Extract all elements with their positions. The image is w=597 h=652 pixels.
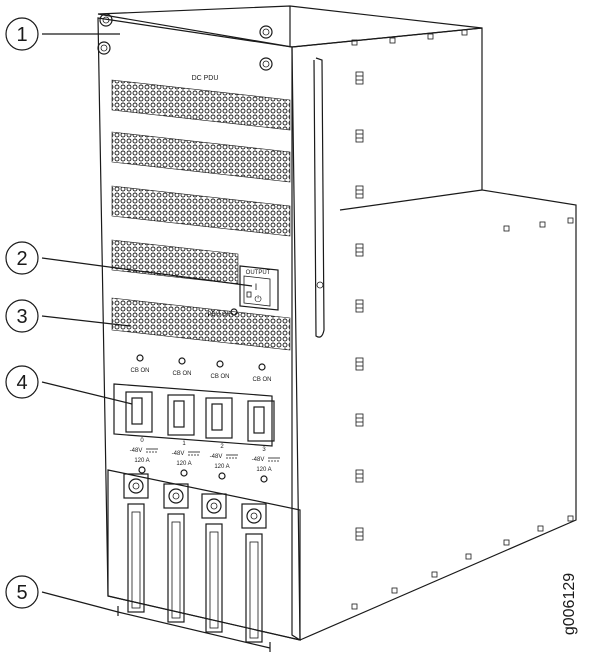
terminal-lug <box>123 473 149 613</box>
breaker-index: 1 <box>182 441 186 447</box>
side-rivet <box>351 603 358 610</box>
cb-on-label: CB ON <box>210 374 229 380</box>
output-label: OUTPUT <box>246 270 271 276</box>
breaker-index: 2 <box>220 444 224 450</box>
side-vent-slots <box>351 29 574 610</box>
circuit-breakers: CB ON 0 -48V 120 A CB ON 1 -48V 120 A CB ON 2 -48V… <box>113 354 280 483</box>
terminal-lug <box>163 483 189 623</box>
output-switch[interactable]: OUTPUT I ⏻ <box>239 265 279 311</box>
callout-2: 2 <box>5 241 39 275</box>
breaker-toggle[interactable] <box>205 397 233 439</box>
callout-number: 5 <box>16 582 27 604</box>
breaker-index: 0 <box>140 438 144 444</box>
callout-leaders <box>41 33 271 652</box>
side-vent-slot <box>355 71 364 85</box>
pdu-ok-label: PDU OK <box>207 312 230 318</box>
callout-4: 4 <box>5 365 39 399</box>
side-rivet <box>567 515 574 522</box>
side-vent-slot <box>355 413 364 427</box>
cable-terminals <box>123 473 267 643</box>
breaker-current: 120 A <box>176 461 191 467</box>
cb-on-led <box>178 357 186 365</box>
pdu-ok-led <box>230 308 238 316</box>
side-rivet <box>539 221 546 228</box>
breaker-index: 3 <box>262 447 266 453</box>
breaker-toggle[interactable] <box>125 391 153 433</box>
side-rivet <box>503 225 510 232</box>
breaker-current: 120 A <box>256 467 271 473</box>
output-standby-glyph: ⏻ <box>254 294 261 304</box>
side-vent-slot <box>355 469 364 483</box>
figure-id: g006129 <box>561 573 578 635</box>
vent-grille-callout-3 <box>111 297 291 351</box>
breaker-0: CB ON 0 -48V 120 A <box>125 354 158 474</box>
breaker-voltage: -48V <box>252 457 265 463</box>
breaker-voltage: -48V <box>130 448 143 454</box>
side-rivet <box>537 525 544 532</box>
breaker-voltage: -48V <box>210 454 223 460</box>
terminal-lug <box>201 493 227 633</box>
callout-1: 1 <box>5 17 39 51</box>
side-rivet <box>351 39 358 46</box>
breaker-toggle[interactable] <box>247 400 275 442</box>
panel-title: DC PDU <box>192 75 219 82</box>
callout-number: 2 <box>16 248 27 270</box>
cb-on-label: CB ON <box>172 371 191 377</box>
side-rivet <box>391 587 398 594</box>
cb-on-label: CB ON <box>130 368 149 374</box>
callouts: 1 2 3 4 5 <box>5 17 39 609</box>
breaker-voltage: -48V <box>172 451 185 457</box>
side-rivet <box>465 553 472 560</box>
cb-on-led <box>136 354 144 362</box>
breaker-2: CB ON 2 -48V 120 A <box>205 360 238 480</box>
cb-on-led <box>216 360 224 368</box>
top-screws <box>97 13 273 71</box>
cb-on-label: CB ON <box>252 377 271 383</box>
pdu-front-panel: DC PDU OUTPUT I ⏻ PDU OK CB ON 0 -48V 120 A… <box>97 13 301 643</box>
side-rivet <box>567 217 574 224</box>
output-on-glyph: I <box>255 282 258 292</box>
chassis-side <box>97 5 577 641</box>
side-rivet <box>431 571 438 578</box>
callout-number: 4 <box>16 372 27 394</box>
callout-5: 5 <box>5 575 39 609</box>
side-rivet <box>389 37 396 44</box>
vent-grilles <box>111 79 291 351</box>
breaker-3: CB ON 3 -48V 120 A <box>247 363 280 483</box>
terminal-lug <box>241 503 267 643</box>
callout-number: 1 <box>16 24 27 46</box>
breaker-1: CB ON 1 -48V 120 A <box>167 357 200 477</box>
side-rivet <box>427 33 434 40</box>
side-rivet <box>461 29 468 36</box>
side-rivet <box>503 539 510 546</box>
breaker-led <box>218 472 226 480</box>
callout-3: 3 <box>5 299 39 333</box>
breaker-led <box>180 469 188 477</box>
breaker-current: 120 A <box>134 458 149 464</box>
side-vent-slot <box>355 299 364 313</box>
side-vent-slot <box>355 357 364 371</box>
callout-number: 3 <box>16 306 27 328</box>
breaker-led <box>260 475 268 483</box>
side-vent-slot <box>355 129 364 143</box>
breaker-current: 120 A <box>214 464 229 470</box>
side-vent-slot <box>355 527 364 541</box>
cb-on-led <box>258 363 266 371</box>
breaker-led <box>138 466 146 474</box>
side-vent-slot <box>355 243 364 257</box>
side-vent-slot <box>355 185 364 199</box>
breaker-toggle[interactable] <box>167 394 195 436</box>
